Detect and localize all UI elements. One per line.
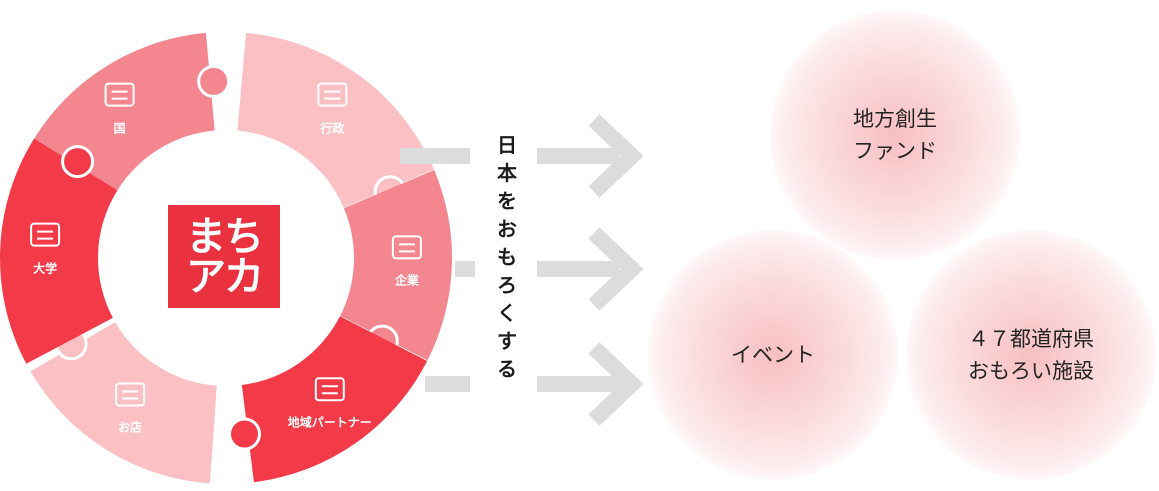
segment-label-4: 地域パートナー xyxy=(287,415,372,430)
segment-label-2: 行政 xyxy=(320,121,345,136)
puzzle-knob-1 xyxy=(197,64,231,98)
segment-label-6: 大学 xyxy=(33,261,58,276)
japan-map-icon xyxy=(104,82,135,107)
arrow-bar-middle-left xyxy=(455,261,475,277)
arrow-bar-bottom-left xyxy=(425,376,470,392)
people-group-icon xyxy=(314,377,345,402)
result-fund: 地方創生 ファンド xyxy=(770,10,1020,260)
stakeholder-ring xyxy=(0,32,452,484)
arrow-head-middle xyxy=(588,227,644,311)
vertical-caption: 日 本 を お も ろ く す る xyxy=(490,131,524,383)
building-icon xyxy=(391,235,422,260)
caption-char: お xyxy=(497,217,517,241)
arrow-bar-top-left xyxy=(400,148,470,164)
machiaka-logo: まち アカ xyxy=(168,205,280,308)
caption-char: る xyxy=(497,357,517,381)
caption-char: す xyxy=(497,329,517,353)
segment-label-1: 国 xyxy=(113,121,126,136)
fund-line-2: ファンド xyxy=(853,139,937,163)
puzzle-knob-6 xyxy=(61,145,95,179)
ring-segment-3 xyxy=(340,170,452,361)
logo-line-2: アカ xyxy=(186,253,264,300)
arrow-bar-middle-right xyxy=(537,261,619,277)
caption-char: ろ xyxy=(497,273,517,297)
facilities-line-2: おもろい施設 xyxy=(968,359,1094,383)
shop-icon xyxy=(115,382,146,407)
ring-segment-6 xyxy=(0,138,118,364)
caption-char: を xyxy=(497,189,517,213)
ring-segment-2 xyxy=(237,32,434,208)
caption-char: も xyxy=(497,245,517,269)
office-worker-icon xyxy=(317,82,348,107)
caption-char: 日 xyxy=(497,133,517,157)
arrow-head-top xyxy=(588,114,644,198)
segment-label-3: 企業 xyxy=(394,273,419,288)
arrow-bar-bottom-right xyxy=(537,376,619,392)
result-facilities: ４７都道府県 おもろい施設 xyxy=(906,230,1156,480)
ring-segment-5 xyxy=(30,322,217,484)
university-icon xyxy=(30,222,61,247)
event-line-1: イベント xyxy=(731,343,815,367)
segment-label-5: お店 xyxy=(118,420,143,435)
caption-char: く xyxy=(497,301,517,325)
arrow-head-bottom xyxy=(588,342,644,426)
arrow-bar-top-right xyxy=(537,148,619,164)
result-event: イベント xyxy=(648,230,898,480)
facilities-line-1: ４７都道府県 xyxy=(968,327,1094,351)
fund-line-1: 地方創生 xyxy=(853,107,937,131)
puzzle-knob-4 xyxy=(228,417,262,451)
logo-line-1: まち xyxy=(186,213,264,260)
caption-char: 本 xyxy=(497,161,517,185)
